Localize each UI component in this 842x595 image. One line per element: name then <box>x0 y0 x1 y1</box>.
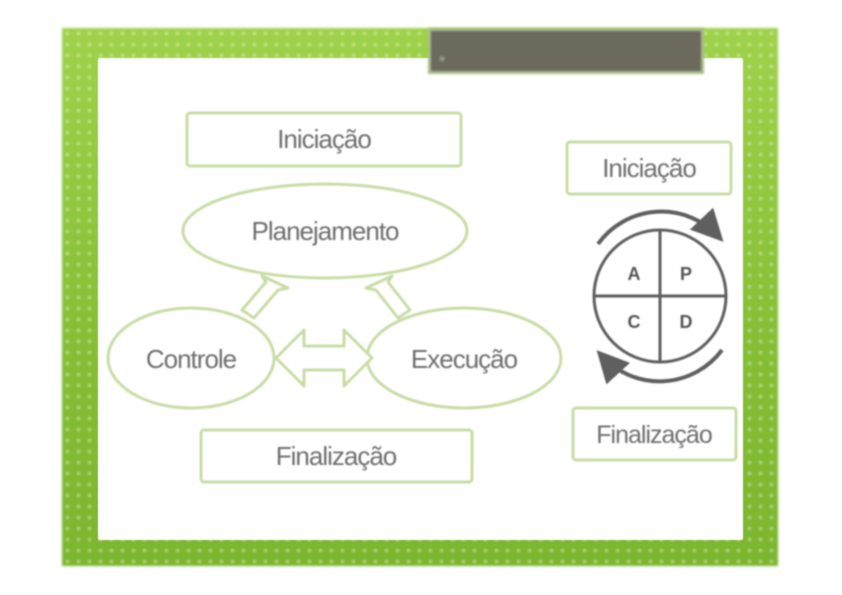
controle-label: Controle <box>146 344 237 374</box>
arrow-controle-to-planejamento <box>240 274 290 320</box>
iniciacao-box-left <box>185 111 463 168</box>
title-marker: » <box>439 53 446 65</box>
planejamento-ellipse <box>181 182 469 280</box>
iniciacao-box-right <box>565 140 733 196</box>
finalizacao-box-left <box>199 428 474 484</box>
planejamento-label: Planejamento <box>252 216 400 246</box>
left-process-diagram: Iniciação Planejamento Controle Execução… <box>106 111 563 484</box>
pdca-quadrant-c: C <box>628 312 641 332</box>
finalizacao-box-right <box>571 406 738 462</box>
slide-title-bar: » <box>428 28 704 74</box>
pdca-quadrant-a: A <box>628 264 641 284</box>
pdca-bottom-rotation-arrow <box>596 348 724 385</box>
execucao-label: Execução <box>411 344 518 374</box>
controle-ellipse <box>106 306 276 410</box>
pdca-top-rotation-arrow <box>596 207 724 246</box>
iniciacao-label-left: Iniciação <box>277 124 371 154</box>
finalizacao-label-left: Finalização <box>276 441 397 471</box>
right-pdca-diagram: Iniciação A P C D Finalização <box>565 140 738 462</box>
arrow-controle-execucao <box>274 328 374 388</box>
arrow-execucao-to-planejamento <box>364 274 412 320</box>
pdca-quadrant-d: D <box>680 312 693 332</box>
finalizacao-label-right: Finalização <box>596 421 712 449</box>
pdca-quadrant-p: P <box>680 264 692 284</box>
iniciacao-label-right: Iniciação <box>602 153 696 183</box>
